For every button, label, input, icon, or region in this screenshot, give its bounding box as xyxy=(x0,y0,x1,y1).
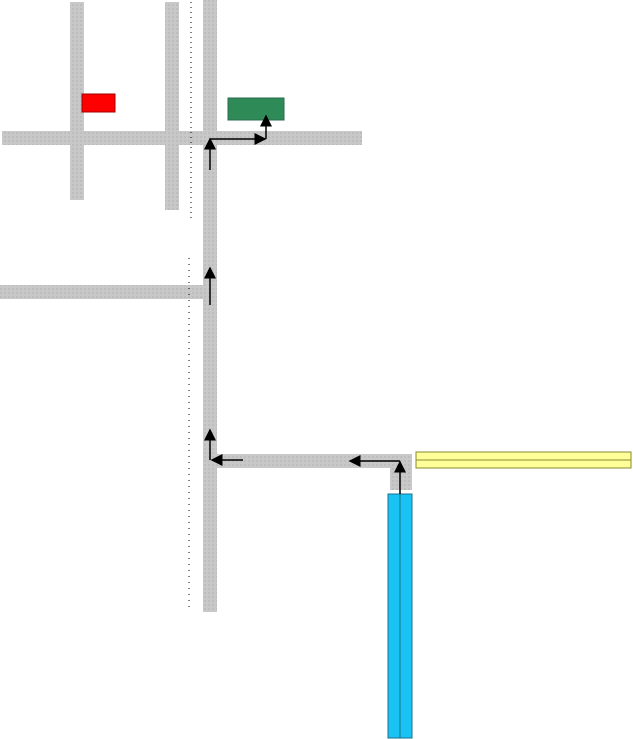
red-building-icon xyxy=(81,93,116,113)
green-building-icon xyxy=(227,97,285,121)
road-vertical-middle xyxy=(165,2,179,210)
road-vertical-main xyxy=(203,0,217,612)
route-arrows xyxy=(204,114,406,494)
road-horizontal-left xyxy=(0,285,205,299)
markers xyxy=(81,93,285,121)
roads xyxy=(0,0,412,612)
dotted-boundary xyxy=(188,2,192,612)
road-horizontal-top xyxy=(2,131,362,145)
road-connector-vertical xyxy=(390,454,412,490)
colored-roads xyxy=(387,451,632,739)
road-vertical-left xyxy=(70,2,84,200)
